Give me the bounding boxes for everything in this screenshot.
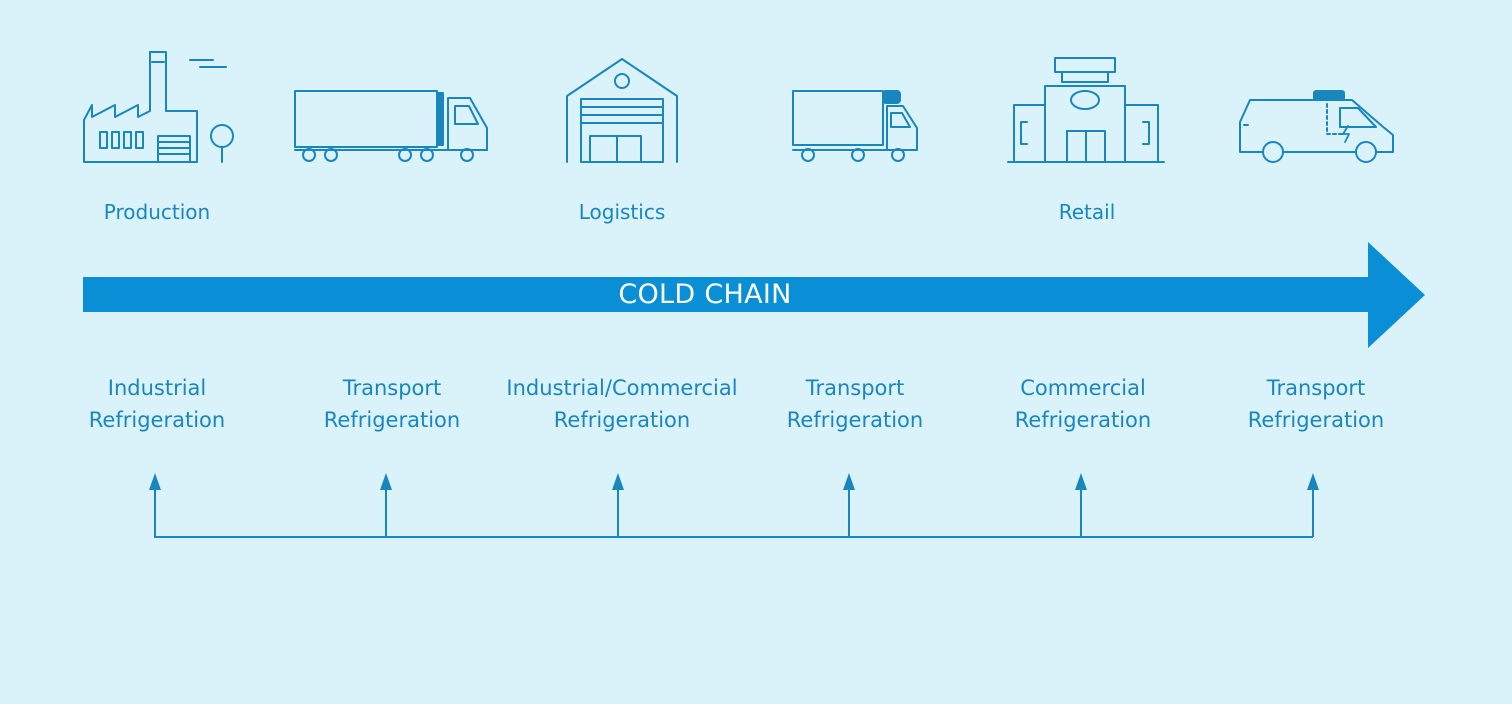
warehouse-icon [566, 58, 678, 163]
store-icon [1007, 57, 1165, 163]
stage-icons [83, 51, 1394, 163]
connector-arrow [843, 473, 855, 537]
cold-chain-label: COLD CHAIN [618, 279, 792, 310]
factory-icon [83, 51, 234, 163]
stage-label-logistics: Logistics [578, 200, 666, 224]
connector-arrow [149, 473, 161, 537]
connector-arrow [612, 473, 624, 537]
cold-chain-arrow [83, 242, 1425, 348]
delivery-van-icon [1239, 90, 1394, 163]
semi-truck-icon [294, 90, 488, 162]
connector-arrow [1075, 473, 1087, 537]
connector-arrow [380, 473, 392, 537]
stage-label-retail: Retail [1058, 200, 1116, 224]
box-truck-icon [792, 90, 918, 162]
connector-arrow [1307, 473, 1319, 537]
stage-label-production: Production [103, 200, 211, 224]
connector-lines [149, 473, 1319, 538]
